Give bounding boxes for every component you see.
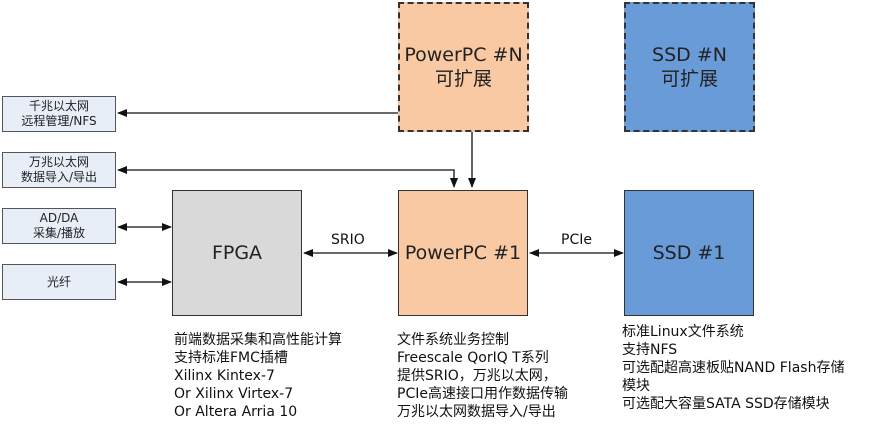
10gbe-box: 万兆以太网 数据导入/导出	[2, 152, 116, 188]
ppc-caption-line: 文件系统业务控制	[397, 332, 509, 348]
adda-line1: AD/DA	[39, 211, 79, 225]
gigabit-line1: 千兆以太网	[28, 99, 89, 113]
ssd-n-line2: 可扩展	[660, 68, 718, 90]
fpga-caption-line: Or Altera Arria 10	[174, 404, 298, 420]
ppc-caption-line: 万兆以太网数据导入/导出	[397, 404, 556, 420]
pcie-label: PCIe	[561, 232, 592, 248]
ppc-caption-line: 提供SRIO，万兆以太网，	[397, 368, 557, 384]
ssd-1-label: SSD #1	[652, 242, 726, 264]
fpga-caption-line: 前端数据采集和高性能计算	[174, 332, 342, 348]
ppc-caption-line: PCIe高速接口用作数据传输	[397, 386, 568, 402]
gigabit-line2: 远程管理/NFS	[21, 114, 97, 128]
fpga-caption-line: Xilinx Kintex-7	[174, 368, 275, 384]
10gbe-line2: 数据导入/导出	[20, 170, 98, 184]
adda-box: AD/DA 采集/播放	[2, 208, 116, 244]
fpga-box: FPGA	[172, 190, 302, 316]
powerpc-n-line1: PowerPC #N	[404, 44, 523, 66]
ssd-caption-line: 可选配超高速板贴NAND Flash存储	[622, 360, 845, 376]
fpga-caption: 前端数据采集和高性能计算 支持标准FMC插槽 Xilinx Kintex-7 O…	[174, 331, 342, 421]
fiber-line1: 光纤	[46, 274, 71, 289]
ssd-1-box: SSD #1	[624, 190, 754, 316]
fpga-caption-line: Or Xilinx Virtex-7	[174, 386, 294, 402]
ssd-caption-line: 标准Linux文件系统	[622, 324, 744, 340]
fpga-caption-line: 支持标准FMC插槽	[174, 350, 288, 366]
powerpc-1-box: PowerPC #1	[398, 190, 528, 316]
adda-line2: 采集/播放	[32, 226, 86, 240]
ssd-caption-line: 模块	[622, 378, 650, 394]
powerpc-n-line2: 可扩展	[434, 68, 492, 90]
ssd-n-line1: SSD #N	[652, 44, 727, 66]
ppc-caption: 文件系统业务控制 Freescale QorIQ T系列 提供SRIO，万兆以太…	[397, 331, 568, 421]
ssd-caption-line: 支持NFS	[622, 342, 678, 358]
powerpc-n-box: PowerPC #N 可扩展	[398, 2, 529, 132]
ssd-caption-line: 可选配大容量SATA SSD存储模块	[622, 396, 830, 412]
10gbe-line1: 万兆以太网	[28, 155, 89, 169]
ppc-caption-line: Freescale QorIQ T系列	[397, 350, 549, 366]
powerpc-1-label: PowerPC #1	[404, 242, 522, 264]
ssd-n-box: SSD #N 可扩展	[624, 2, 755, 132]
fiber-box: 光纤	[2, 264, 116, 300]
10gbe-link	[117, 166, 458, 188]
srio-label: SRIO	[331, 232, 365, 248]
fpga-label: FPGA	[211, 242, 263, 264]
gigabit-ethernet-box: 千兆以太网 远程管理/NFS	[2, 96, 116, 132]
ssd-caption: 标准Linux文件系统 支持NFS 可选配超高速板贴NAND Flash存储 模…	[622, 323, 844, 413]
